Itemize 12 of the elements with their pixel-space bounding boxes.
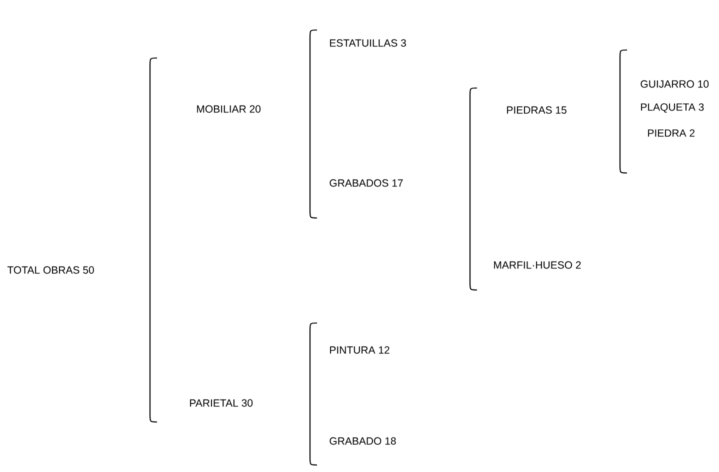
category-label: GRABADO 18 [330,437,396,445]
category-label: TOTAL OBRAS 50 [7,266,94,274]
category-label: PIEDRAS 15 [507,106,566,114]
category-label: PLAQUETA 3 [641,103,704,113]
category-label: ESTATUILLAS 3 [330,39,406,47]
category-label: MARFIL·HUESO 2 [494,261,581,269]
category-label: PIEDRA 2 [648,129,694,137]
category-label: MOBILIAR 20 [197,105,261,113]
category-label: GRABADOS 17 [330,179,403,187]
category-label: PINTURA 12 [330,346,390,354]
category-label: PARIETAL 30 [190,399,253,407]
category-label: GUIJARRO 10 [640,80,709,88]
